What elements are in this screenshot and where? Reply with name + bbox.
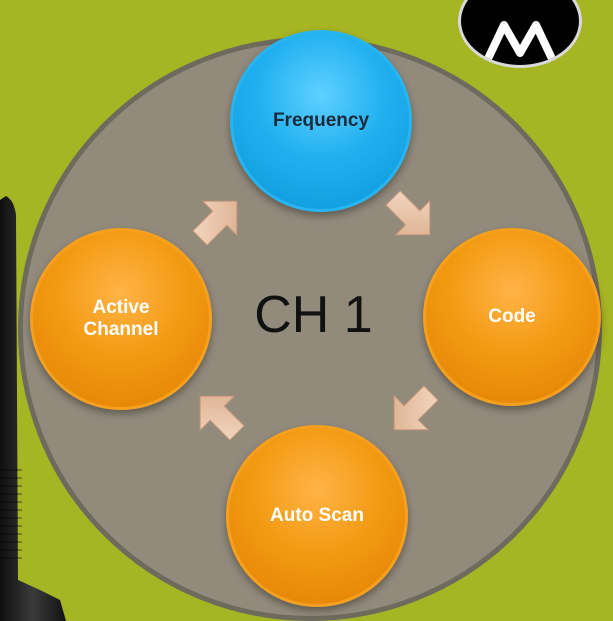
node-auto-scan-label: Auto Scan — [270, 505, 364, 526]
antenna-image — [0, 196, 66, 621]
node-frequency[interactable]: Frequency — [230, 30, 412, 212]
logo-m-icon — [482, 21, 558, 65]
center-channel-label: CH 1 — [254, 286, 373, 344]
node-active-channel[interactable]: Active Channel — [30, 228, 212, 410]
node-active-channel-label: Active Channel — [83, 297, 159, 340]
node-code[interactable]: Code — [423, 228, 601, 406]
node-frequency-label: Frequency — [272, 110, 370, 131]
node-auto-scan[interactable]: Auto Scan — [226, 425, 408, 607]
motorola-logo — [458, 0, 582, 68]
node-code-label: Code — [488, 306, 536, 327]
